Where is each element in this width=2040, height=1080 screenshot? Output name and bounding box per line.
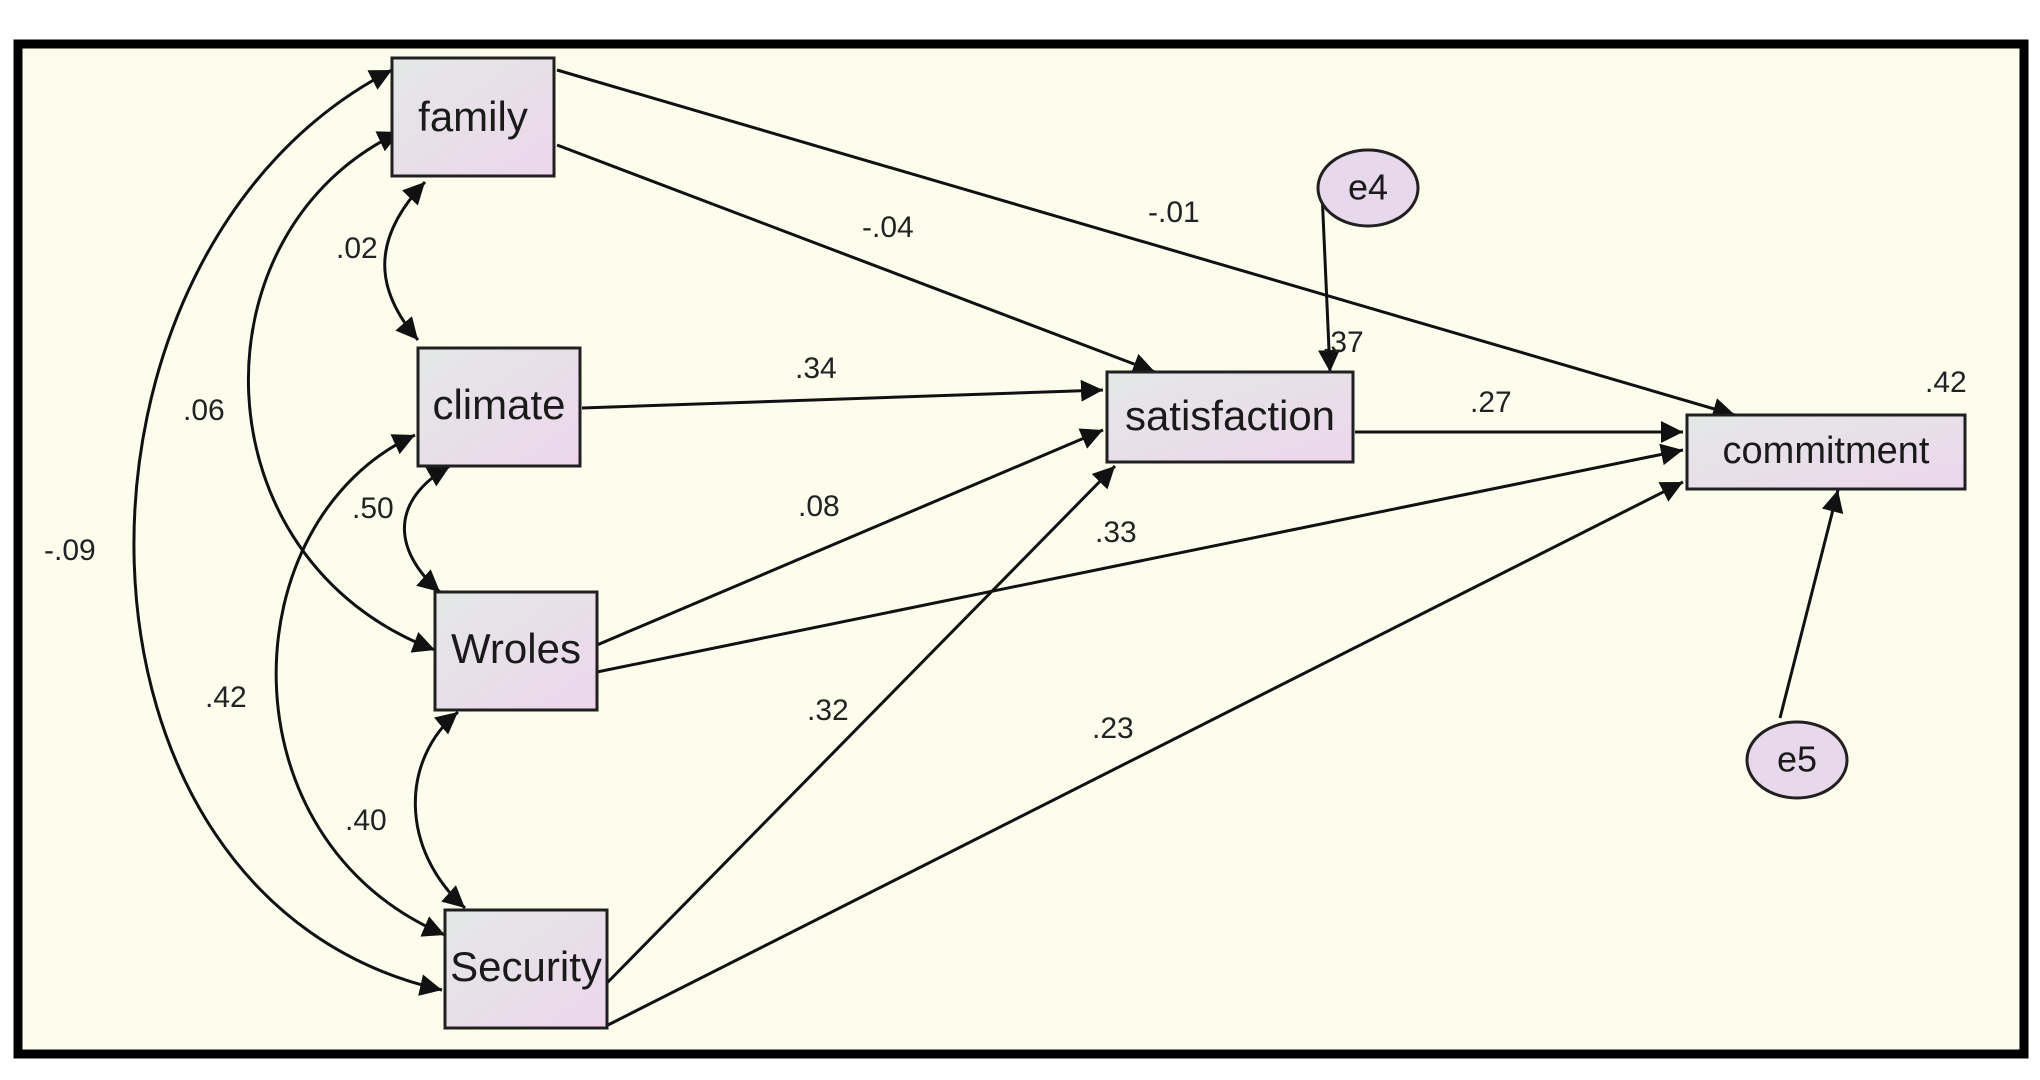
node-family-label: family [418, 93, 528, 140]
coef-wroles-satisfaction: .08 [798, 490, 840, 523]
path-security-commitment [607, 480, 1684, 1027]
coef-wroles-commitment: .33 [1095, 516, 1137, 549]
node-commitment: commitment [1685, 413, 1967, 491]
r2-satisfaction: .37 [1322, 326, 1364, 359]
r2-commitment: .42 [1925, 366, 1967, 399]
node-commitment-label: commitment [1723, 430, 1930, 472]
path-e4-satisfaction [1318, 191, 1341, 373]
path-e5-commitment [1778, 489, 1844, 719]
coef-family-satisfaction: -.04 [862, 211, 914, 244]
cov-family-security [132, 68, 443, 996]
path-wroles-commitment [596, 443, 1684, 674]
cov-label-family-security: -.09 [44, 534, 96, 567]
node-satisfaction-label: satisfaction [1125, 392, 1335, 439]
cov-label-family-climate: .02 [336, 232, 378, 265]
node-climate-label: climate [432, 381, 565, 428]
error-e5: e5 [1745, 720, 1849, 800]
path-family-satisfaction [556, 143, 1156, 375]
coef-security-commitment: .23 [1092, 712, 1134, 745]
cov-label-climate-wroles: .50 [352, 492, 394, 525]
path-wroles-satisfaction [596, 428, 1104, 647]
path-family-commitment [556, 68, 1736, 420]
node-family: family [390, 56, 556, 178]
path-security-satisfaction [603, 464, 1117, 987]
coef-satisfaction-commitment: .27 [1470, 386, 1512, 419]
node-wroles: Wroles [433, 590, 599, 712]
cov-family-wroles [246, 130, 436, 653]
cov-label-family-wroles: .06 [183, 394, 225, 427]
cov-label-wroles-security: .40 [345, 804, 387, 837]
coef-climate-satisfaction: .34 [795, 352, 837, 385]
coef-family-commitment: -.01 [1148, 196, 1200, 229]
node-climate: climate [416, 346, 582, 468]
path-climate-satisfaction [581, 379, 1104, 410]
error-e5-label: e5 [1777, 739, 1817, 780]
cov-climate-security [274, 433, 446, 937]
node-wroles-label: Wroles [451, 625, 581, 672]
diagram-frame [13, 39, 2029, 1059]
node-satisfaction: satisfaction [1105, 370, 1355, 464]
cov-wroles-security [413, 710, 466, 910]
coef-security-satisfaction: .32 [807, 694, 849, 727]
error-e4-label: e4 [1348, 167, 1388, 208]
cov-label-climate-security: .42 [205, 681, 247, 714]
node-security: Security [443, 908, 609, 1030]
node-security-label: Security [450, 943, 602, 990]
error-e4: e4 [1316, 148, 1420, 228]
